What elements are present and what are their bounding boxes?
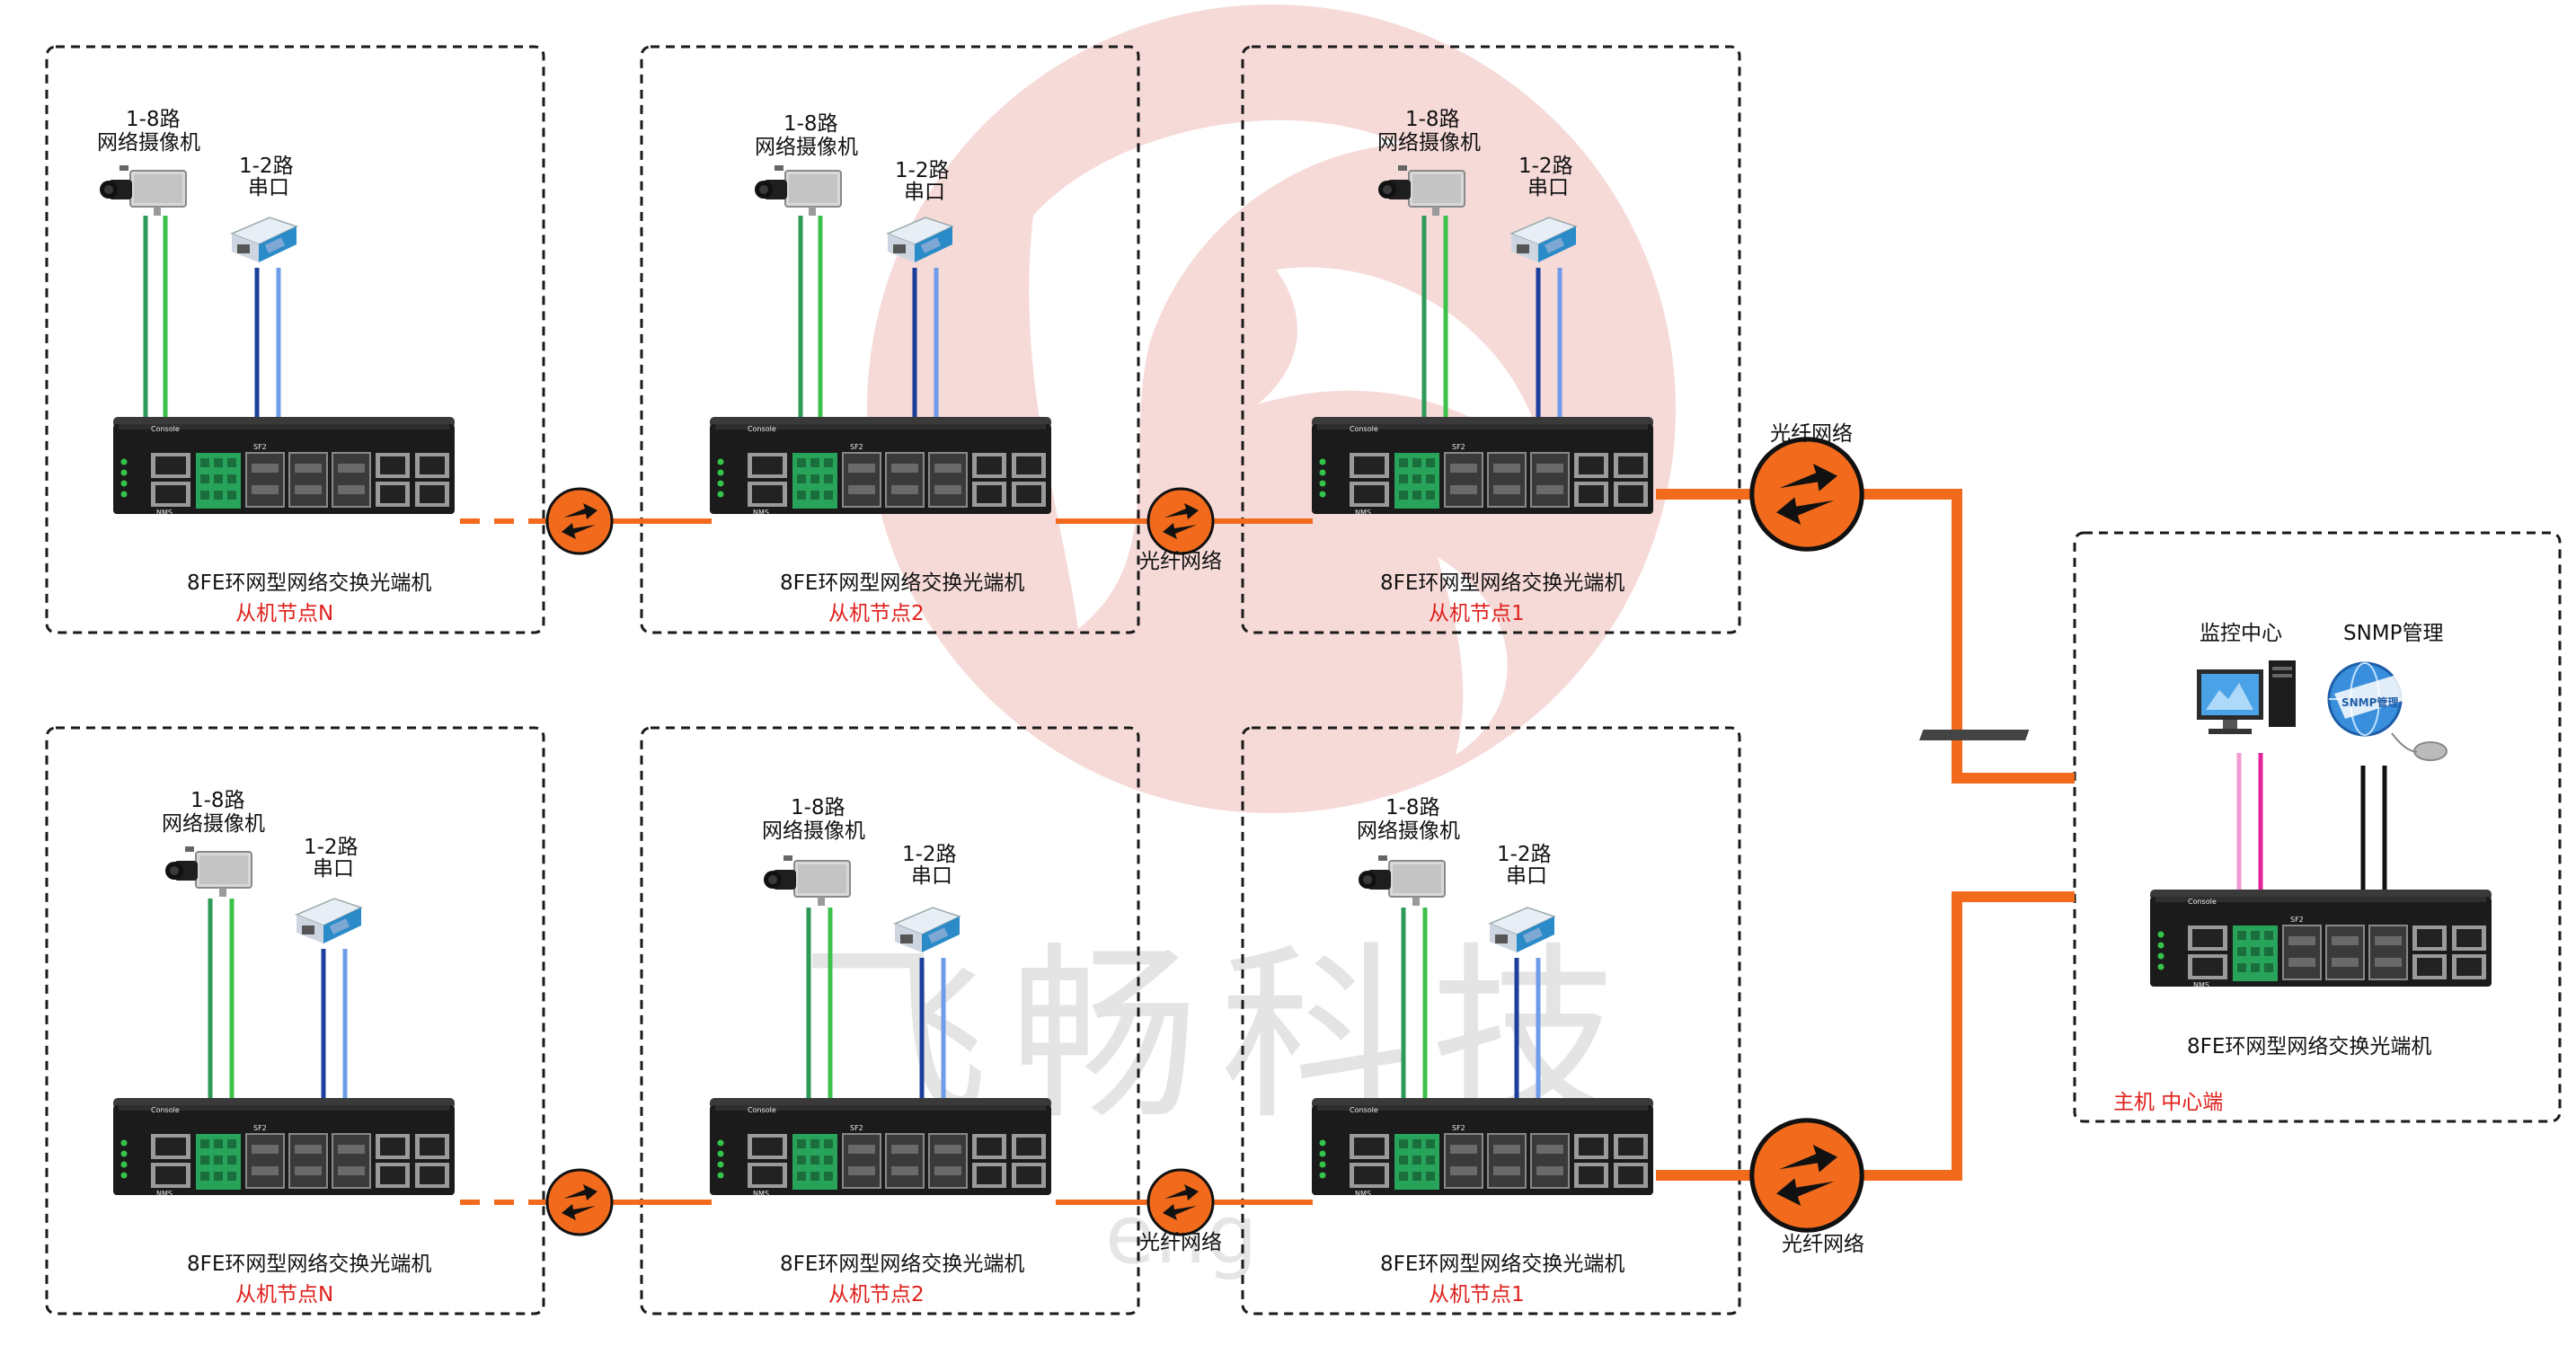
device-label: 8FE环网型网络交换光端机 (1380, 571, 1624, 595)
camera-label: 网络摄像机 (762, 819, 865, 843)
port-label: Console (2188, 898, 2217, 906)
fiber-converter-icon (1146, 487, 1215, 555)
serial-label: 串口 (1527, 176, 1569, 199)
node-bottom-2: 1-8路 网络摄像机 1-2路 串口 Console SF2 NMS 8FE环网… (709, 796, 1052, 1306)
node-top-n: 1-8路 网络摄像机 1-2路 串口 Console SF2 NMS 8FE环网… (97, 108, 456, 625)
serial-label: 串口 (904, 181, 945, 204)
serial-count-label: 1-2路 (895, 159, 950, 182)
node-bottom-1: 1-8路 网络摄像机 1-2路 串口 Console SF2 NMS 8FE环网… (1311, 796, 1654, 1306)
serial-count-label: 1-2路 (902, 843, 957, 866)
fiber-label: 光纤网络 (1139, 1231, 1222, 1254)
node-frame (45, 45, 545, 634)
device-label: 8FE环网型网络交换光端机 (2187, 1035, 2431, 1058)
camera-count-label: 1-8路 (791, 796, 845, 819)
monitor-center-label: 监控中心 (2200, 622, 2282, 645)
serial-label: 串口 (248, 176, 289, 199)
camera-count-label: 1-8路 (1405, 108, 1460, 131)
port-label: SF2 (1452, 443, 1465, 451)
port-label: SF2 (850, 1124, 863, 1132)
serial-label: 串口 (911, 864, 952, 888)
node-frame (1241, 45, 1741, 634)
port-label: NMS (1355, 1190, 1371, 1198)
node-tag: 从机节点N (235, 1283, 333, 1306)
snmp-globe-icon: SNMP管理 (2327, 661, 2448, 761)
serial-count-label: 1-2路 (1518, 155, 1573, 178)
serial-count-label: 1-2路 (239, 155, 294, 178)
camera-label: 网络摄像机 (755, 136, 858, 159)
camera-label: 网络摄像机 (162, 812, 265, 836)
camera-icon (99, 164, 187, 217)
port-label: SF2 (850, 443, 863, 451)
node-top-1: 1-8路 网络摄像机 1-2路 串口 Console SF2 NMS 8FE环网… (1311, 108, 1654, 625)
fiber-label: 光纤网络 (1770, 422, 1853, 446)
port-label: SF2 (1452, 1124, 1465, 1132)
port-label: Console (748, 425, 776, 433)
node-tag: 从机节点N (235, 602, 333, 625)
node-frame (640, 45, 1140, 634)
port-label: Console (151, 1106, 180, 1114)
fiber-converter-icon (1752, 1120, 1862, 1230)
fiber-converter-icon (1752, 439, 1862, 549)
device-label: 8FE环网型网络交换光端机 (780, 571, 1024, 595)
watermark-logo (867, 4, 1676, 813)
device-label: 8FE环网型网络交换光端机 (187, 571, 431, 595)
port-label: NMS (1355, 509, 1371, 517)
node-tag: 从机节点2 (828, 1283, 925, 1306)
serial-count-label: 1-2路 (304, 836, 359, 859)
node-frame (45, 726, 545, 1315)
camera-label: 网络摄像机 (1377, 131, 1481, 155)
host-frame (2073, 531, 2562, 1123)
device-label: 8FE环网型网络交换光端机 (780, 1253, 1024, 1276)
node-tag: 主机 中心端 (2113, 1091, 2223, 1114)
fiber-converter-icon (545, 487, 614, 555)
port-label: Console (1350, 1106, 1378, 1114)
node-tag: 从机节点2 (828, 602, 925, 625)
device-label: 8FE环网型网络交换光端机 (187, 1253, 431, 1276)
camera-count-label: 1-8路 (190, 789, 245, 812)
serial-converter-icon (231, 217, 297, 263)
node-tag: 从机节点1 (1429, 602, 1525, 625)
port-label: NMS (2193, 981, 2209, 989)
port-label: Console (1350, 425, 1378, 433)
port-label: SF2 (2290, 916, 2304, 924)
port-label: Console (748, 1106, 776, 1114)
node-frame (1241, 726, 1741, 1315)
computer-icon (1919, 660, 2296, 740)
serial-count-label: 1-2路 (1497, 843, 1552, 866)
fiber-label: 光纤网络 (1782, 1233, 1864, 1256)
node-frame (640, 726, 1140, 1315)
port-label: Console (151, 425, 180, 433)
node-bottom-n: 1-8路 网络摄像机 1-2路 串口 Console SF2 NMS 8FE环网… (112, 789, 456, 1306)
snmp-globe-text: SNMP管理 (2341, 695, 2398, 709)
serial-label: 串口 (1506, 864, 1547, 888)
camera-label: 网络摄像机 (1357, 819, 1460, 843)
node-top-2: 1-8路 网络摄像机 1-2路 串口 Console SF2 NMS 8FE环网… (709, 112, 1052, 625)
port-label: NMS (753, 509, 769, 517)
port-label: NMS (156, 1190, 173, 1198)
camera-icon (754, 164, 842, 217)
fiber-label: 光纤网络 (1139, 550, 1222, 573)
camera-label: 网络摄像机 (97, 131, 200, 155)
camera-icon (164, 846, 252, 898)
camera-count-label: 1-8路 (1385, 796, 1440, 819)
serial-converter-icon (296, 898, 362, 944)
fiber-converter-icon (545, 1168, 614, 1236)
port-label: NMS (156, 509, 173, 517)
port-label: SF2 (253, 443, 267, 451)
port-label: SF2 (253, 1124, 267, 1132)
camera-count-label: 1-8路 (126, 108, 181, 131)
camera-icon (1358, 855, 1446, 907)
fiber-converter-icon (1146, 1168, 1215, 1236)
snmp-label: SNMP管理 (2343, 622, 2444, 645)
node-tag: 从机节点1 (1429, 1283, 1525, 1306)
device-label: 8FE环网型网络交换光端机 (1380, 1253, 1624, 1276)
camera-icon (763, 855, 851, 907)
node-host: 监控中心 SNMP管理 SNMP管理 (1919, 622, 2492, 1114)
serial-label: 串口 (313, 857, 354, 881)
camera-count-label: 1-8路 (783, 112, 838, 136)
port-label: NMS (753, 1190, 769, 1198)
